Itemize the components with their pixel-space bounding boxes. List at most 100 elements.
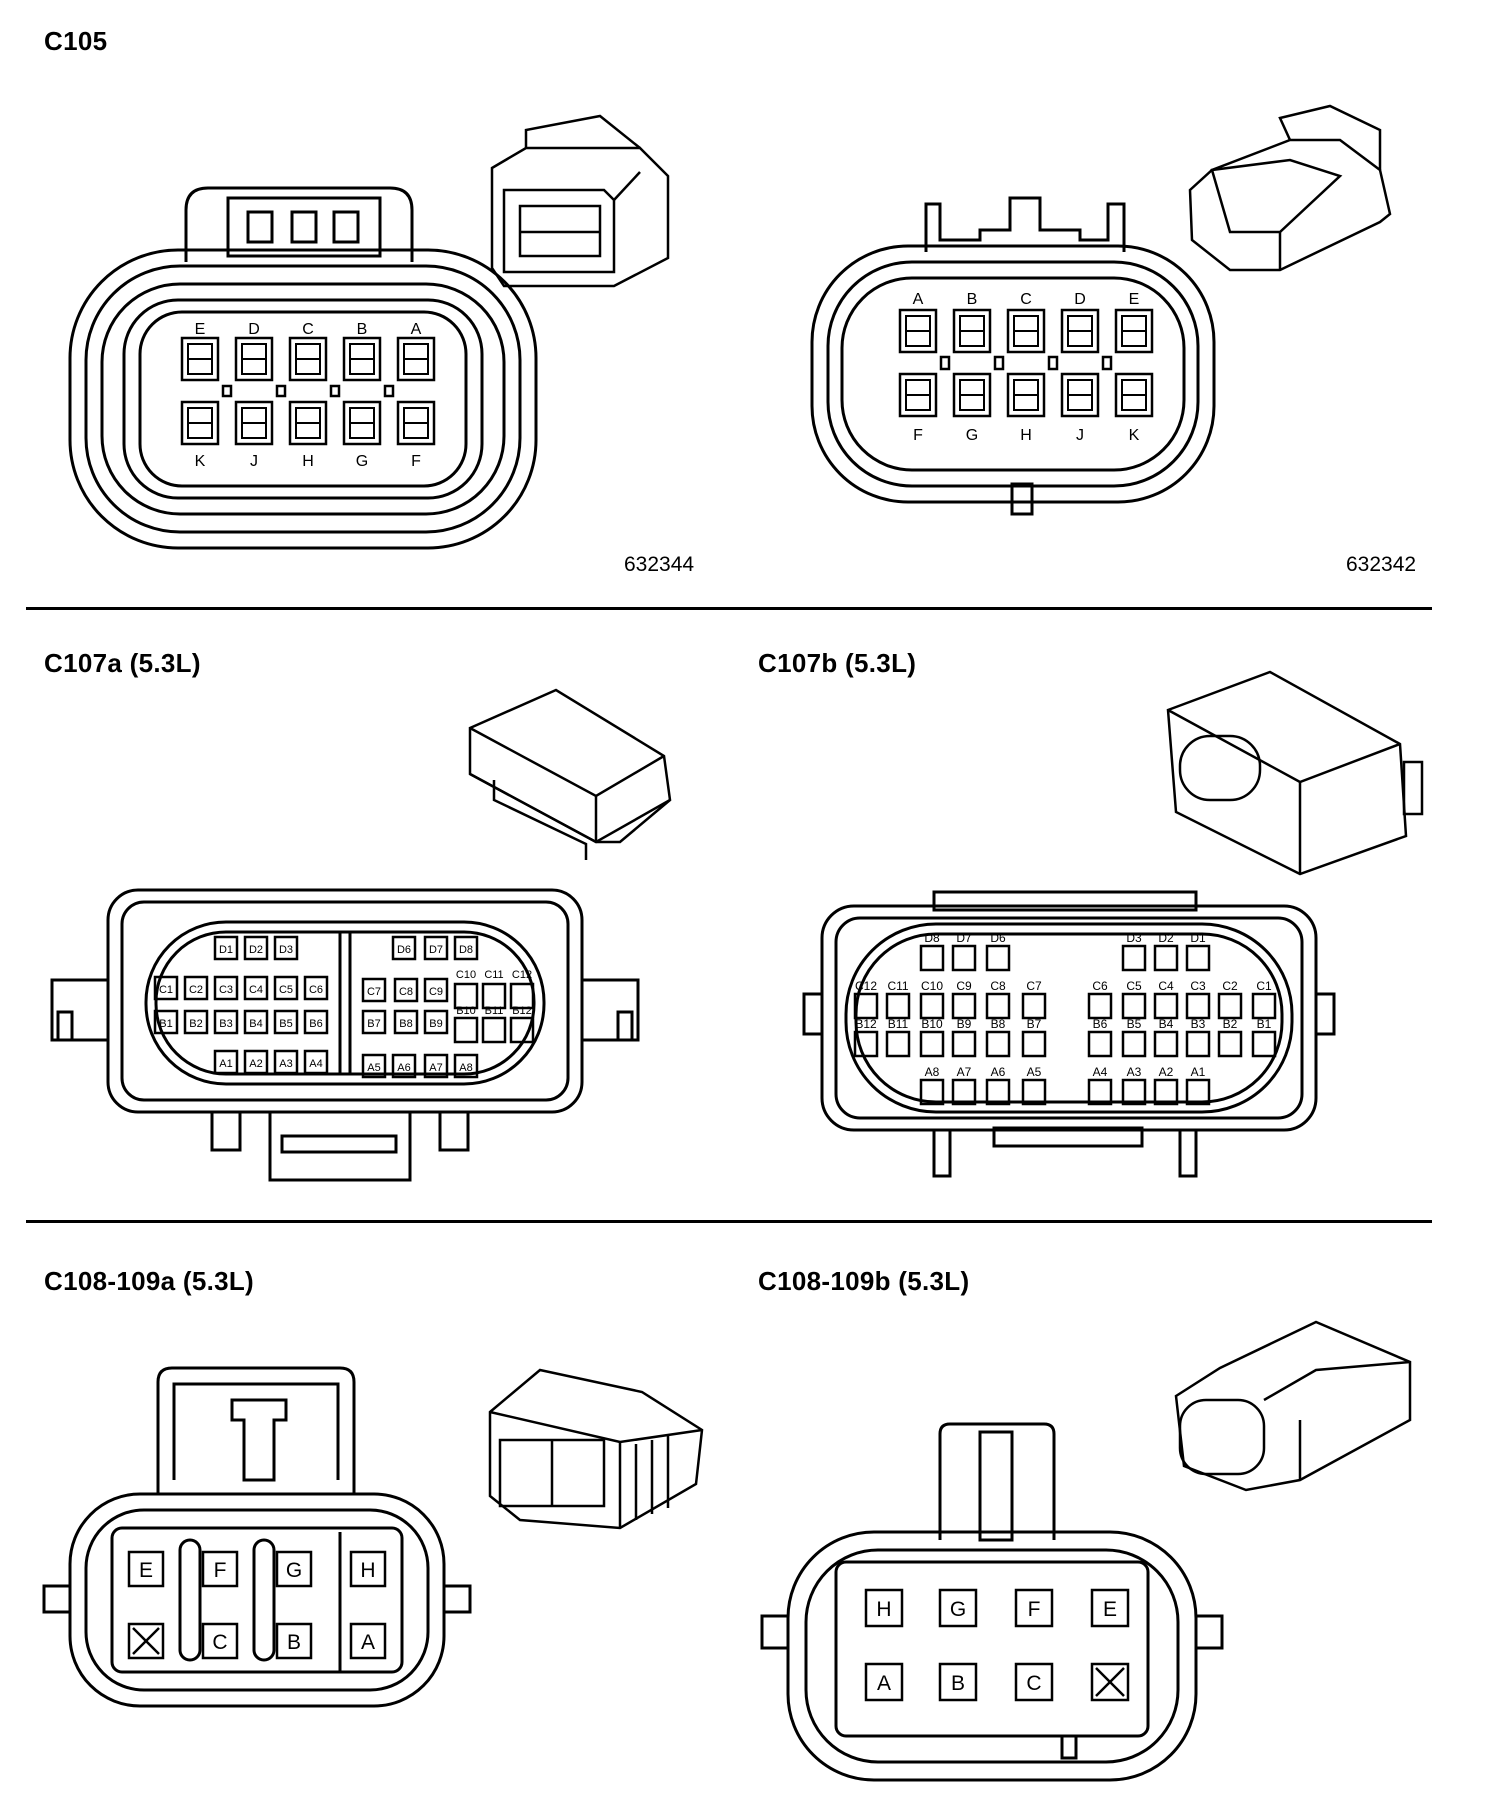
pin-cavity xyxy=(1185,1030,1211,1058)
pin-cavity xyxy=(349,1622,387,1660)
blocked-cavity xyxy=(127,1622,165,1660)
pin-cavity xyxy=(1251,1030,1277,1058)
pin-cavity xyxy=(985,944,1011,972)
pin-label: B7 xyxy=(1027,1017,1042,1031)
pin-cavity xyxy=(481,1016,507,1044)
pin-cavity xyxy=(243,975,269,1001)
c108-109a-face-view xyxy=(42,1366,472,1708)
pin-label: B1 xyxy=(159,1018,172,1030)
pin-label: C xyxy=(1020,291,1032,308)
pin-label: B3 xyxy=(219,1018,232,1030)
pin-label: A6 xyxy=(991,1065,1006,1079)
pin-label: F xyxy=(1028,1598,1041,1621)
pin-label: A8 xyxy=(925,1065,940,1079)
pin-cavity xyxy=(183,1009,209,1035)
pin-label: C3 xyxy=(219,984,233,996)
pin-label: A2 xyxy=(1159,1065,1174,1079)
pin-label: C10 xyxy=(921,979,943,993)
pin-label: C5 xyxy=(1126,979,1142,993)
pin-label: A xyxy=(361,1631,375,1654)
pin-cavity xyxy=(1185,992,1211,1020)
pin-label: B4 xyxy=(249,1018,262,1030)
pin-label: B3 xyxy=(1191,1017,1206,1031)
pin-label: D1 xyxy=(1190,931,1206,945)
pin-cavity xyxy=(919,1078,945,1106)
pin-cavity xyxy=(1121,992,1147,1020)
pin-cavity xyxy=(423,1053,449,1079)
pin-cavity xyxy=(481,982,507,1010)
pin-cavity xyxy=(342,400,382,446)
pin-cavity xyxy=(951,992,977,1020)
pin-cavity xyxy=(985,992,1011,1020)
pin-cavity xyxy=(396,400,436,446)
pin-label: D7 xyxy=(956,931,972,945)
pin-label: K xyxy=(195,453,206,470)
pin-label: B10 xyxy=(456,1005,476,1017)
pin-cavity xyxy=(288,336,328,382)
key-notch xyxy=(1101,355,1113,371)
pin-label: C xyxy=(212,1631,227,1654)
pin-cavity xyxy=(453,982,479,1010)
pin-label: C7 xyxy=(1026,979,1042,993)
pin-cavity xyxy=(938,1662,978,1702)
pin-cavity xyxy=(213,1009,239,1035)
c107b-title: C107b (5.3L) xyxy=(758,648,917,678)
pin-label: C8 xyxy=(990,979,1006,993)
pin-cavity xyxy=(885,1030,911,1058)
pin-label: A6 xyxy=(397,1062,410,1074)
pin-cavity xyxy=(213,1049,239,1075)
c108-109a-3d-sketch xyxy=(488,1368,704,1530)
pin-cavity xyxy=(453,935,479,961)
pin-label: B5 xyxy=(279,1018,292,1030)
pin-cavity xyxy=(919,1030,945,1058)
pin-cavity xyxy=(361,1053,387,1079)
pin-label: C11 xyxy=(484,969,503,981)
pin-label: B xyxy=(967,291,978,308)
pin-label: E xyxy=(1129,291,1140,308)
key-notch xyxy=(383,384,395,398)
pin-cavity xyxy=(423,935,449,961)
pin-cavity xyxy=(234,400,274,446)
pin-label: B9 xyxy=(429,1018,442,1030)
pin-cavity xyxy=(864,1588,904,1628)
pin-label: B2 xyxy=(1223,1017,1238,1031)
pin-label: F xyxy=(411,453,421,470)
pin-cavity xyxy=(1021,1030,1047,1058)
c105-left-face-view xyxy=(68,186,538,550)
pin-label: K xyxy=(1129,427,1140,444)
pin-label: C9 xyxy=(429,986,443,998)
pin-label: B xyxy=(287,1631,301,1654)
pin-cavity xyxy=(898,372,938,418)
pin-cavity xyxy=(243,1009,269,1035)
pin-cavity xyxy=(885,992,911,1020)
pin-label: D7 xyxy=(429,944,443,956)
pin-cavity xyxy=(951,944,977,972)
pin-label: C5 xyxy=(279,984,293,996)
pin-cavity xyxy=(952,308,992,354)
pin-cavity xyxy=(288,400,328,446)
pin-cavity xyxy=(1185,944,1211,972)
pin-cavity xyxy=(180,336,220,382)
key-notch xyxy=(221,384,233,398)
pin-cavity xyxy=(1014,1588,1054,1628)
pin-label: A8 xyxy=(459,1062,472,1074)
pin-label: E xyxy=(139,1559,153,1582)
pin-cavity xyxy=(951,1078,977,1106)
pin-label: C2 xyxy=(1222,979,1238,993)
pin-cavity xyxy=(349,1550,387,1588)
pin-cavity xyxy=(938,1588,978,1628)
pin-cavity xyxy=(127,1550,165,1588)
pin-label: D3 xyxy=(279,944,293,956)
pin-label: A xyxy=(411,321,422,338)
pin-cavity xyxy=(180,400,220,446)
pin-label: B9 xyxy=(957,1017,972,1031)
pin-label: D1 xyxy=(219,944,233,956)
c105-right-3d-sketch xyxy=(1188,104,1392,272)
pin-cavity xyxy=(1153,1078,1179,1106)
pin-cavity xyxy=(361,1009,387,1035)
pin-cavity xyxy=(1014,1662,1054,1702)
pin-cavity xyxy=(1060,372,1100,418)
